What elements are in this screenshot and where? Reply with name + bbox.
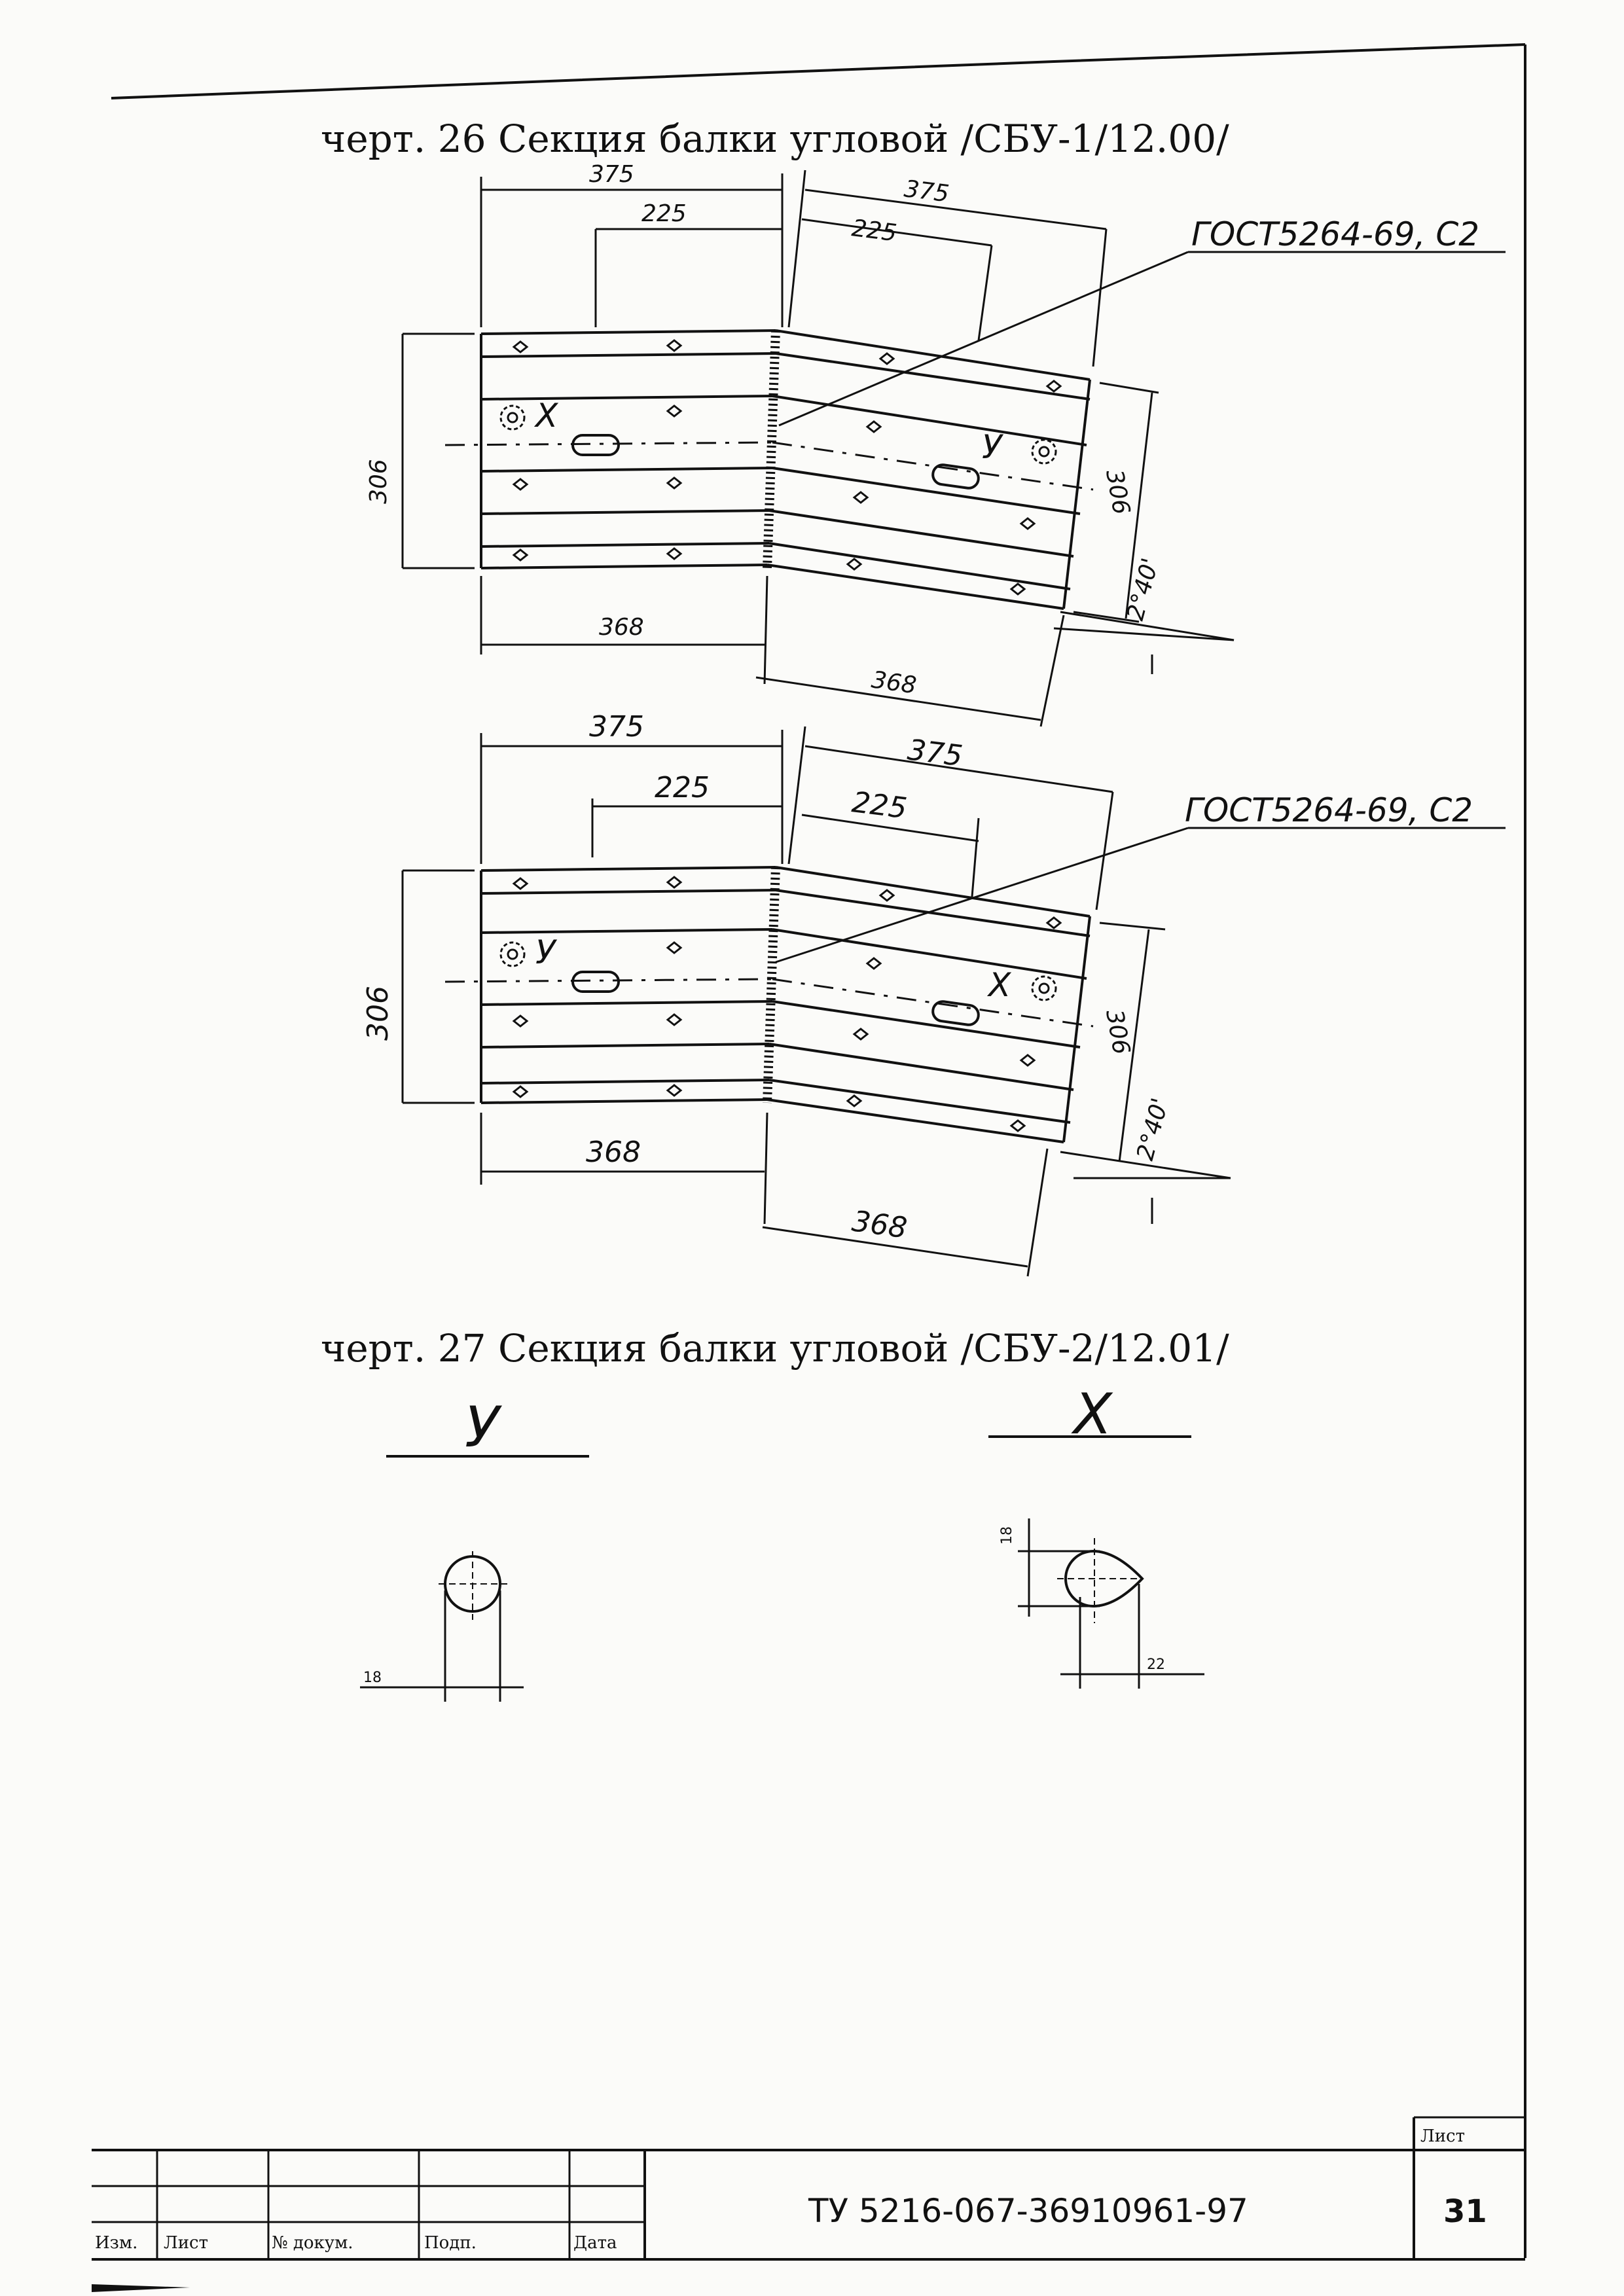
dim-375-left: 375 [589,710,644,744]
figure-26-beam: X У [444,329,1094,610]
dim-368-left: 368 [586,1136,641,1169]
dim-375-left: 375 [589,161,634,188]
tb-sheet-number: 31 [1443,2193,1487,2230]
view-marker-y: У [982,428,1004,466]
slot-hole [571,971,620,993]
title-block: Изм. Лист № докум. Подп. Дата ТУ 5216-06… [92,2116,1525,2292]
frame-top-line [111,43,1526,99]
weld-leader-line [778,251,1189,427]
dim-225-left: 225 [641,200,687,227]
figure-27-beam: У X [444,866,1094,1143]
figure-26-caption: черт. 26 Секция балки угловой /СБУ-1/12.… [321,117,1229,161]
dim-225-right: 225 [850,785,909,825]
view-marker-x: X [533,397,559,435]
detail-x: X 18 22 [988,1382,1204,1689]
dim-368-left: 368 [599,614,644,641]
detail-x-dim-vertical: 18 [999,1526,1015,1545]
dim-225-right: 225 [850,215,898,247]
bolt-holes [512,876,1062,1132]
tb-col-list: Лист [164,2233,208,2253]
slot-hole [571,434,620,456]
detail-y-title: У [465,1395,503,1460]
tb-sheet-label: Лист [1420,2126,1465,2146]
dim-306-right: 306 [1100,1007,1134,1056]
dim-225-left: 225 [655,771,710,804]
figure-27-caption: черт. 27 Секция балки угловой /СБУ-2/12.… [321,1326,1229,1371]
tb-col-date: Дата [573,2233,617,2253]
slot-hole [931,463,980,490]
weld-callout: ГОСТ5264-69, С2 [1191,215,1479,253]
tb-col-doc: № докум. [272,2233,353,2253]
slot-hole [931,1000,980,1026]
weld-seam [763,330,780,569]
weld-leader-line [775,827,1189,963]
dim-368-right: 368 [870,666,918,699]
dim-306-left: 306 [365,459,392,504]
dim-angle: 2°40' [1132,1095,1174,1163]
bolt-holes [512,339,1062,596]
view-marker-x: X [986,966,1012,1004]
dim-306-left: 306 [361,986,395,1041]
dim-375-right: 375 [903,175,950,207]
view-marker-y: У [535,933,558,971]
detail-y-dim: 18 [363,1670,382,1686]
figure-27-dimension-lines [401,726,1231,1277]
tb-doc-number: ТУ 5216-067-36910961-97 [808,2192,1248,2230]
tb-col-sign: Подп. [424,2233,477,2253]
scan-artifact [92,2284,190,2292]
dim-368-right: 368 [850,1204,909,1245]
weld-callout: ГОСТ5264-69, С2 [1185,791,1473,829]
figure-26-dimension-lines [401,170,1235,727]
tb-col-izm: Изм. [95,2233,137,2253]
dim-375-right: 375 [906,733,965,773]
detail-y: У 18 [360,1395,589,1702]
detail-x-dim-horizontal: 22 [1147,1657,1165,1673]
dim-306-right: 306 [1100,467,1134,516]
